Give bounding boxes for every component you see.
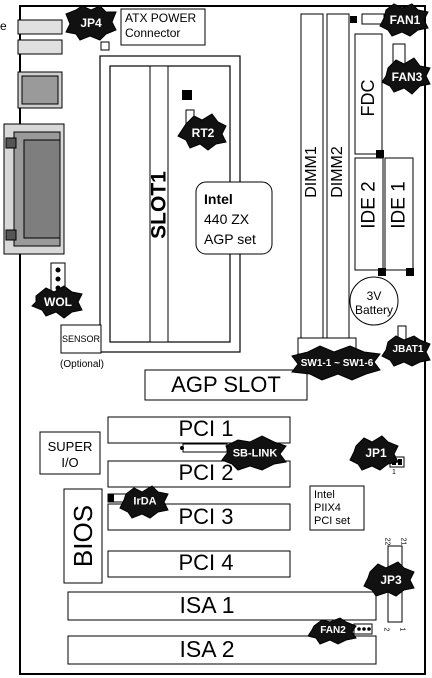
dimm1-label: DIMM1	[303, 146, 320, 198]
jp3-pin22-label: 22	[383, 537, 391, 546]
intel-chip-line3: AGP set	[204, 231, 256, 247]
fan1-callout: FAN1	[389, 13, 421, 27]
sensor-label: SENSOR	[61, 334, 101, 344]
slot1-label: SLOT1	[147, 171, 171, 239]
piix4-line1: Intel	[314, 489, 335, 501]
pci2-label: PCI 2	[178, 460, 234, 485]
wol-callout: WOL	[44, 295, 72, 309]
pci3-label: PCI 3	[178, 504, 234, 529]
jp1-callout-burst	[349, 435, 399, 471]
fdc-connector	[354, 33, 383, 155]
jp3-pin1-label: 1	[398, 627, 406, 632]
sblink-callout-burst	[221, 435, 287, 471]
fan1-callout-burst	[379, 3, 429, 37]
pci1-label: PCI 1	[178, 416, 234, 441]
battery-3v	[349, 276, 399, 326]
dimm2-label: DIMM2	[329, 146, 346, 198]
sensor-optional-label: (Optional)	[60, 359, 104, 370]
jp4-callout: JP4	[80, 16, 102, 30]
ide1-connector	[384, 157, 414, 271]
jp1-pin1-label: 1	[392, 469, 396, 476]
super-io-line2: I/O	[61, 455, 79, 470]
sw-callout: SW1-1 ~ SW1-6	[300, 358, 374, 369]
sw-callout-burst	[291, 345, 381, 381]
sblink-callout: SB-LINK	[232, 447, 278, 460]
bios-chip	[63, 488, 103, 584]
jp1-pin3-label: 3	[382, 457, 386, 464]
piix4-chip	[309, 485, 365, 531]
fdc-label: FDC	[358, 79, 378, 117]
jp3-callout: JP3	[380, 573, 402, 587]
sblink-header	[182, 443, 228, 453]
intel-440zx-chip	[195, 181, 273, 255]
piix4-line2: PIIX4	[314, 502, 341, 514]
super-io-line1: SUPER	[47, 439, 93, 454]
sensor-header	[60, 324, 102, 354]
ide2-connector	[354, 157, 384, 271]
rt2-callout-burst	[177, 113, 227, 151]
pci4-label: PCI 4	[178, 550, 234, 575]
edge-label: e	[0, 19, 7, 33]
fan3-callout-burst	[381, 57, 431, 95]
irda-callout-burst	[119, 485, 169, 519]
board-outline	[19, 5, 426, 675]
isa1-slot	[67, 591, 377, 621]
jp4-header	[100, 41, 110, 51]
ide2-label: IDE 2	[358, 181, 380, 229]
fan3-callout: FAN3	[391, 70, 423, 84]
super-io-chip	[39, 431, 101, 475]
pci4-slot	[107, 550, 291, 578]
jbat1-callout: JBAT1	[392, 344, 424, 355]
jbat1-callout-burst	[381, 335, 431, 367]
bios-label: BIOS	[68, 504, 98, 568]
jp4-callout-burst	[65, 5, 117, 41]
ide1-label: IDE 1	[388, 181, 410, 229]
jp1-callout: JP1	[365, 446, 387, 460]
jp3-pin2-label: 2	[382, 627, 390, 632]
irda-callout: IrDA	[133, 495, 157, 508]
atx-power-label: ATX POWER	[125, 11, 197, 25]
battery-voltage-label: 3V	[366, 289, 382, 303]
isa2-label: ISA 2	[179, 636, 235, 662]
battery-label: Battery	[354, 303, 394, 317]
fan2-callout: FAN2	[320, 625, 346, 636]
intel-chip-line1: Intel	[204, 191, 233, 207]
wol-callout-burst	[31, 285, 83, 319]
isa1-label: ISA 1	[179, 592, 235, 618]
atx-connector-label: Connector	[125, 26, 181, 40]
fan2-callout-burst	[307, 617, 357, 645]
agp-slot-label: AGP SLOT	[171, 372, 281, 397]
jp3-callout-burst	[363, 561, 415, 597]
fan1-header	[361, 13, 385, 25]
rt2-callout: RT2	[191, 126, 215, 140]
intel-chip-line2: 440 ZX	[204, 211, 250, 227]
jp3-pin21-label: 21	[399, 537, 407, 546]
piix4-line3: PCI set	[314, 515, 351, 527]
atx-power-connector	[120, 8, 206, 46]
rear-io-ports	[3, 19, 65, 255]
agp-slot	[144, 369, 308, 401]
